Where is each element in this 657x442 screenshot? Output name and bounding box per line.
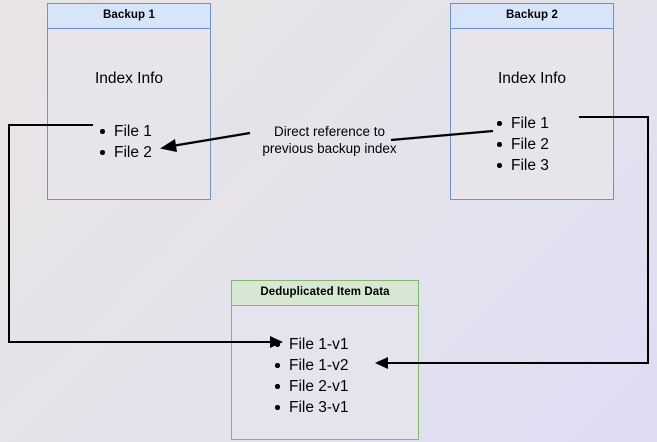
- node-backup-2-title: Backup 2: [451, 4, 613, 29]
- backup-2-file-list: File 1 File 2 File 3: [495, 113, 549, 176]
- edge-label-line-2: previous backup index: [262, 141, 397, 156]
- list-item: File 1: [98, 121, 152, 142]
- node-deduplicated-item-data[interactable]: Deduplicated Item Data File 1-v1 File 1-…: [231, 280, 419, 440]
- node-backup-1-body: Index Info File 1 File 2: [48, 28, 210, 199]
- node-backup-1-title: Backup 1: [48, 4, 210, 29]
- list-item: File 1-v2: [273, 355, 348, 376]
- list-item: File 3: [495, 155, 549, 176]
- node-backup-1[interactable]: Backup 1 Index Info File 1 File 2: [47, 3, 211, 200]
- list-item: File 1: [495, 113, 549, 134]
- node-backup-2[interactable]: Backup 2 Index Info File 1 File 2 File 3: [450, 3, 614, 200]
- edge-label-line-1: Direct reference to: [273, 124, 386, 139]
- dedup-file-list: File 1-v1 File 1-v2 File 2-v1 File 3-v1: [273, 334, 348, 418]
- node-backup-2-body: Index Info File 1 File 2 File 3: [451, 28, 613, 199]
- node-dedup-title: Deduplicated Item Data: [232, 281, 418, 306]
- node-dedup-body: File 1-v1 File 1-v2 File 2-v1 File 3-v1: [232, 305, 418, 439]
- list-item: File 2-v1: [273, 376, 348, 397]
- backup-1-index-info-label: Index Info: [94, 69, 164, 87]
- list-item: File 1-v1: [273, 334, 348, 355]
- list-item: File 2: [495, 134, 549, 155]
- backup-1-file-list: File 1 File 2: [98, 121, 152, 163]
- list-item: File 3-v1: [273, 397, 348, 418]
- backup-2-index-info-label: Index Info: [497, 69, 567, 87]
- edge-label-direct-reference: Direct reference to previous backup inde…: [252, 123, 407, 157]
- list-item: File 2: [98, 142, 152, 163]
